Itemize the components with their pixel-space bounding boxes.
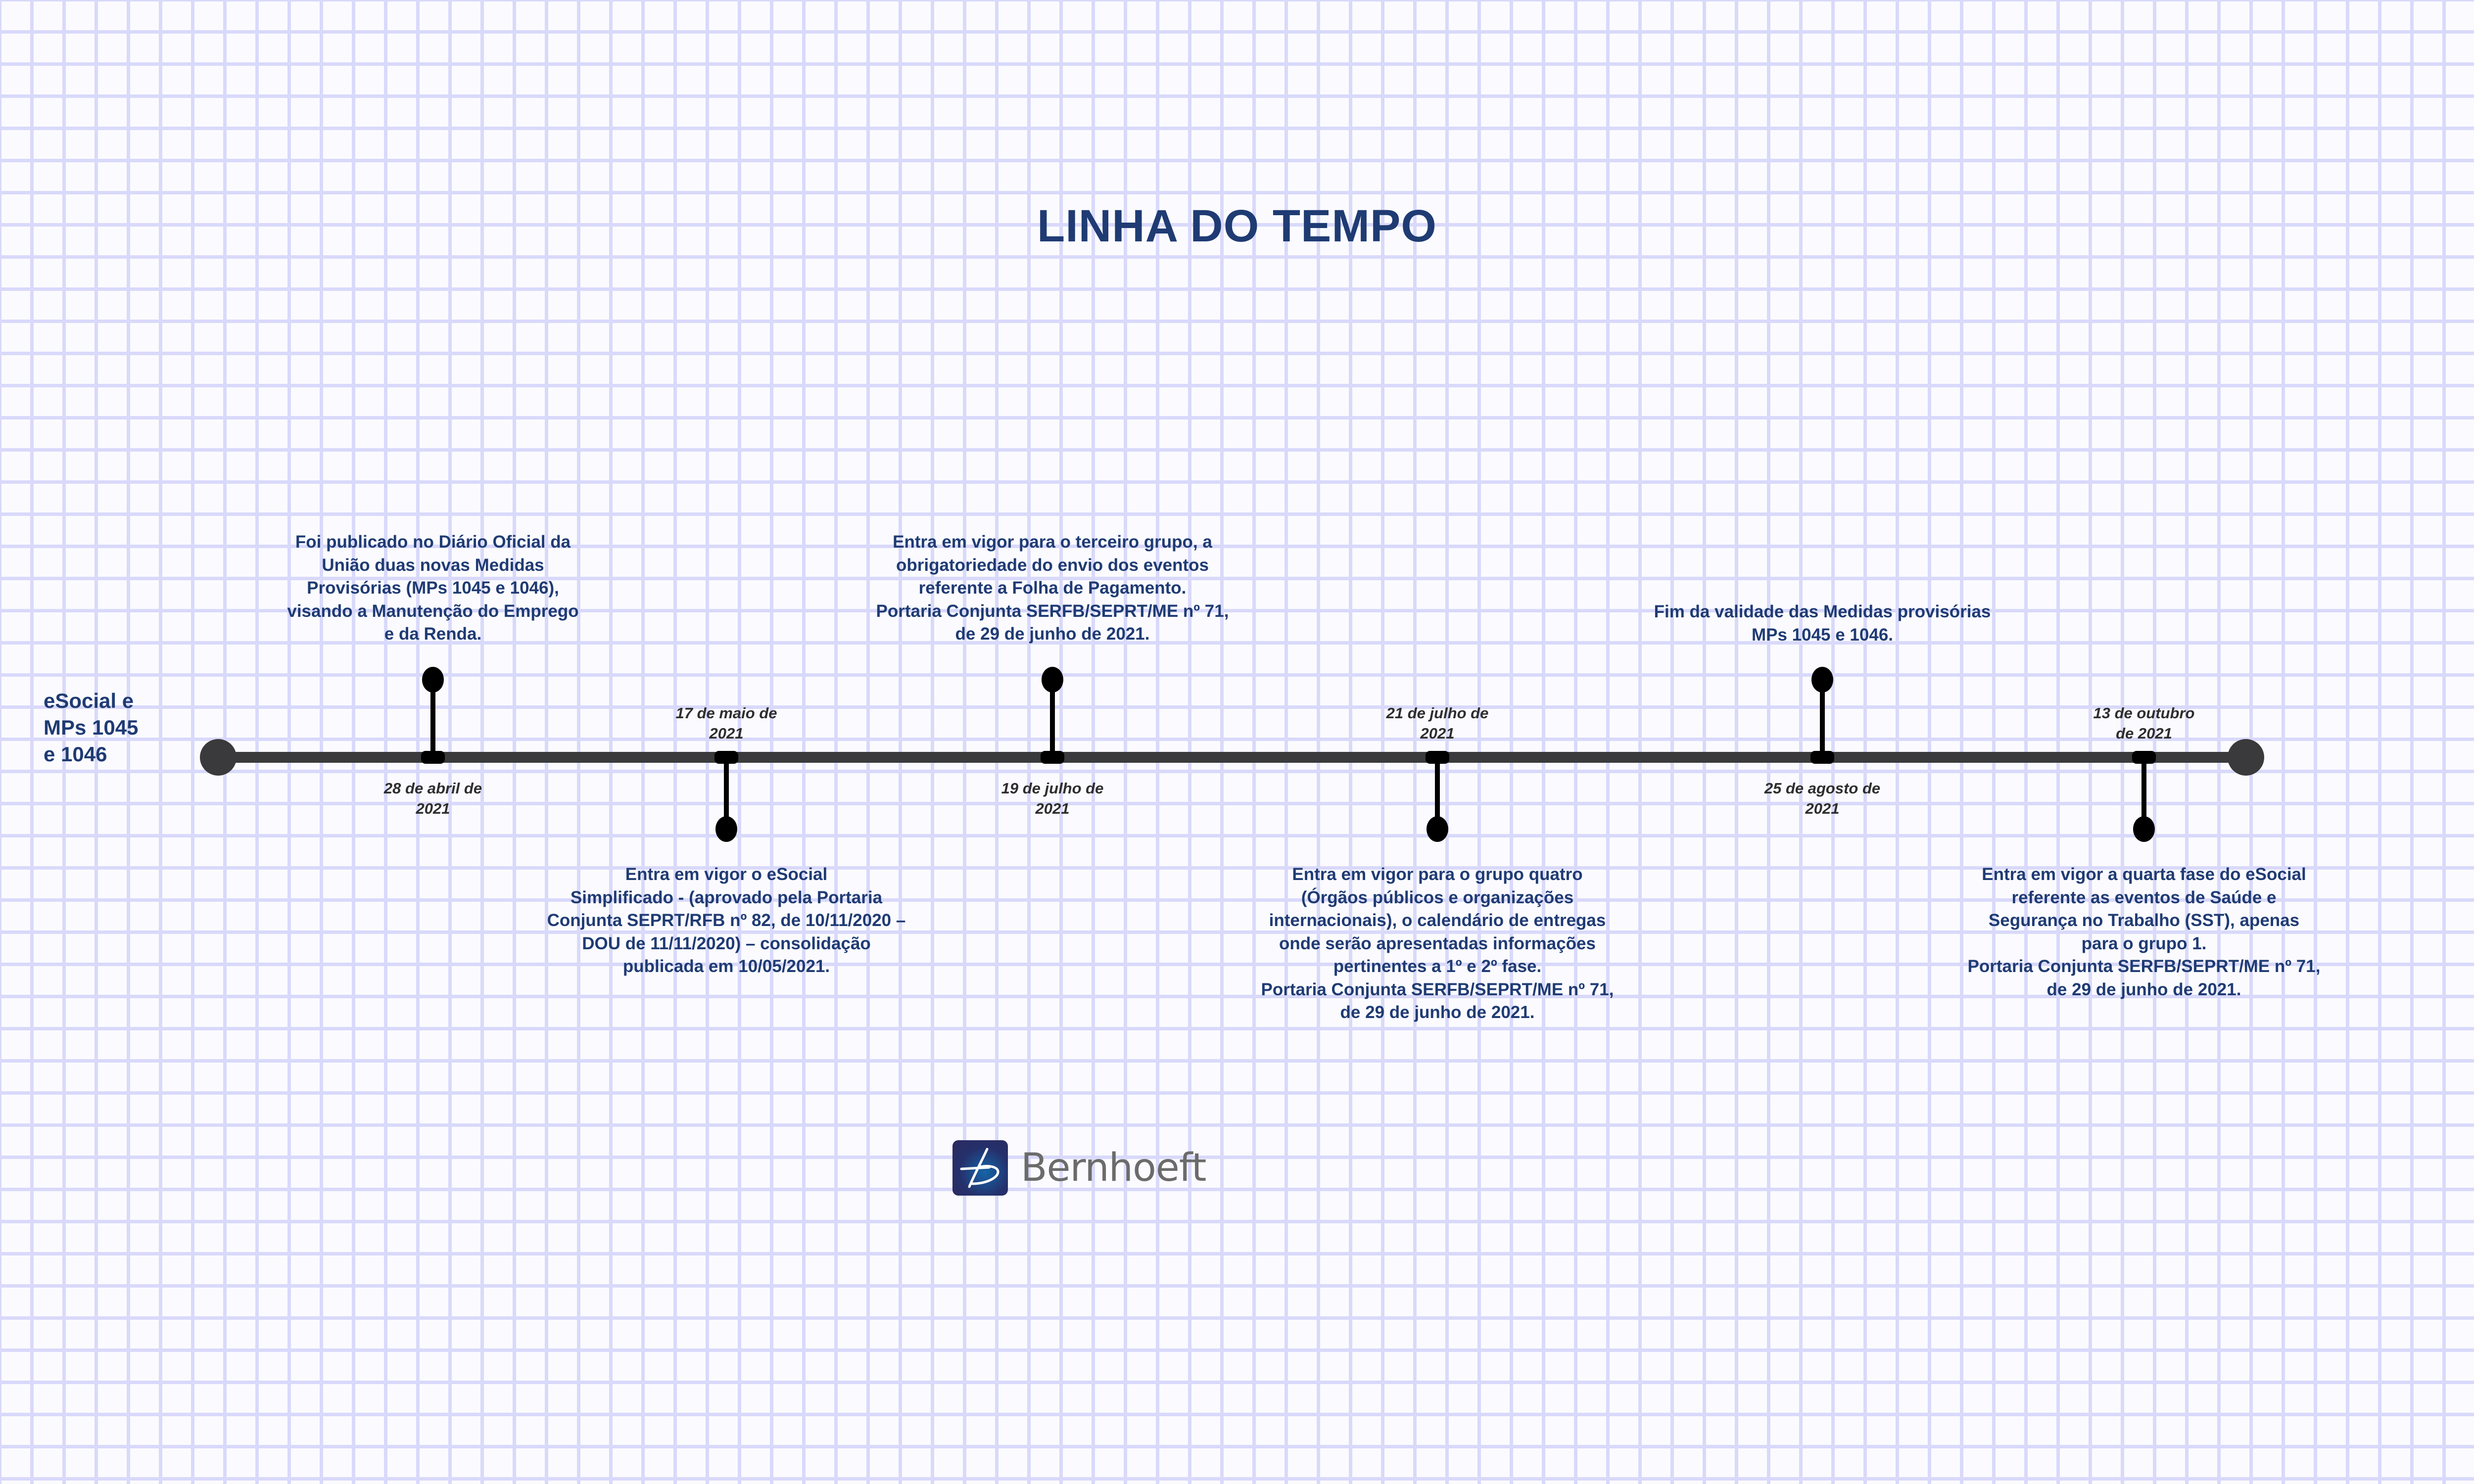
event-date-label: 17 de maio de 2021 [632, 703, 820, 743]
event-description-line: Portaria Conjunta SERFB/SEPRT/ME nº 71, [1967, 957, 2321, 976]
timeline-axis-line [218, 752, 2246, 763]
marker-stem [2141, 755, 2146, 827]
event-description-line: Provisórias (MPs 1045 e 1046), [307, 578, 559, 598]
timeline-axis-label: eSocial e MPs 1045 e 1046 [44, 688, 192, 767]
event-description-line: Conjunta SEPRT/RFB nº 82, de 10/11/2020 … [547, 911, 906, 930]
axis-label-line-1: eSocial e [44, 689, 134, 712]
event-description-line: visando a Manutenção do Emprego [287, 601, 579, 621]
event-description-line: Entra em vigor a quarta fase do eSocial [1982, 865, 2306, 884]
event-date-line: 17 de maio de [675, 704, 777, 722]
marker-dot [715, 816, 737, 842]
event-description-line: internacionais), o calendário de entrega… [1269, 911, 1606, 930]
event-date-line: 19 de julho de [1001, 780, 1104, 797]
event-date-line: 13 de outubro [2093, 704, 2195, 722]
event-description-line: pertinentes a 1º e 2º fase. [1333, 957, 1542, 976]
event-date-line: 28 de abril de [383, 780, 482, 797]
event-description-line: de 29 de junho de 2021. [955, 624, 1150, 644]
marker-stem [1435, 755, 1440, 827]
event-description-line: DOU de 11/11/2020) – consolidação [582, 933, 871, 953]
marker-stem [1050, 688, 1055, 759]
event-description-line: referente as eventos de Saúde e [2011, 887, 2277, 907]
marker-stem [724, 755, 729, 827]
marker-dot [1042, 667, 1063, 693]
event-date-label: 13 de outubro de 2021 [2050, 703, 2238, 743]
marker-stem [430, 688, 435, 759]
marker-dot [1811, 667, 1833, 693]
bernhoeft-mark-icon [952, 1140, 1008, 1196]
event-description-line: Segurança no Trabalho (SST), apenas [1988, 911, 2300, 930]
marker-stem [1820, 688, 1825, 759]
timeline-end-dot [2228, 739, 2264, 776]
axis-label-line-3: e 1046 [44, 742, 107, 766]
marker-dot [1427, 816, 1448, 842]
event-description: Entra em vigor para o grupo quatro (Órgão… [1205, 863, 1670, 1024]
marker-dot [2133, 816, 2155, 842]
axis-label-line-2: MPs 1045 [44, 715, 139, 739]
event-description: Foi publicado no Diário Oficial da União … [200, 531, 666, 646]
event-description-line: Fim da validade das Medidas provisórias [1654, 602, 1991, 621]
event-description-line: Simplificado - (aprovado pela Portaria [570, 887, 883, 907]
event-description-line: obrigatoriedade do envio dos eventos [896, 555, 1209, 575]
marker-dot [422, 667, 444, 693]
event-description-line: e da Renda. [384, 624, 482, 644]
event-date-line: 2021 [1420, 725, 1455, 742]
event-description-line: referente a Folha de Pagamento. [918, 578, 1187, 598]
timeline-start-dot [200, 739, 237, 776]
event-description-line: de 29 de junho de 2021. [2046, 979, 2241, 999]
event-description-line: de 29 de junho de 2021. [1340, 1003, 1535, 1022]
marker-base-cap [421, 751, 445, 764]
marker-base-cap [714, 751, 738, 764]
event-description: Entra em vigor a quarta fase do eSocial r… [1911, 863, 2377, 1001]
event-description-line: Entra em vigor para o terceiro grupo, a [893, 532, 1212, 552]
event-date-line: 2021 [709, 725, 744, 742]
event-description-line: Entra em vigor para o grupo quatro [1292, 865, 1583, 884]
event-date-line: 2021 [1805, 800, 1840, 818]
event-date-line: 2021 [416, 800, 450, 818]
event-description-line: para o grupo 1. [2081, 933, 2207, 953]
marker-base-cap [1041, 751, 1064, 764]
event-date-label: 21 de julho de 2021 [1343, 703, 1531, 743]
marker-base-cap [1426, 751, 1449, 764]
event-date-line: 2021 [1035, 800, 1070, 818]
event-date-line: de 2021 [2116, 725, 2172, 742]
event-date-line: 25 de agosto de [1764, 780, 1881, 797]
event-description-line: MPs 1045 e 1046. [1751, 625, 1894, 645]
event-description-line: Portaria Conjunta SERFB/SEPRT/ME nº 71, [876, 601, 1229, 621]
page-title: LINHA DO TEMPO [1037, 201, 1437, 251]
marker-base-cap [1810, 751, 1834, 764]
event-description-line: publicada em 10/05/2021. [622, 957, 830, 976]
brand-logo: Bernhoeft [952, 1140, 1206, 1196]
event-description-line: União duas novas Medidas [322, 555, 544, 575]
event-date-label: 19 de julho de 2021 [958, 778, 1146, 819]
marker-base-cap [2132, 751, 2156, 764]
event-description-line: onde serão apresentadas informações [1279, 933, 1596, 953]
event-date-line: 21 de julho de [1386, 704, 1489, 722]
event-description-line: Foi publicado no Diário Oficial da [295, 532, 571, 552]
event-description: Entra em vigor para o terceiro grupo, a o… [820, 531, 1285, 646]
event-description-line: Entra em vigor o eSocial [625, 865, 828, 884]
brand-name: Bernhoeft [1021, 1146, 1206, 1190]
event-date-label: 28 de abril de 2021 [339, 778, 527, 819]
event-description-line: (Órgãos públicos e organizações [1301, 887, 1574, 907]
event-description-line: Portaria Conjunta SERFB/SEPRT/ME nº 71, [1261, 979, 1614, 999]
event-date-label: 25 de agosto de 2021 [1728, 778, 1916, 819]
